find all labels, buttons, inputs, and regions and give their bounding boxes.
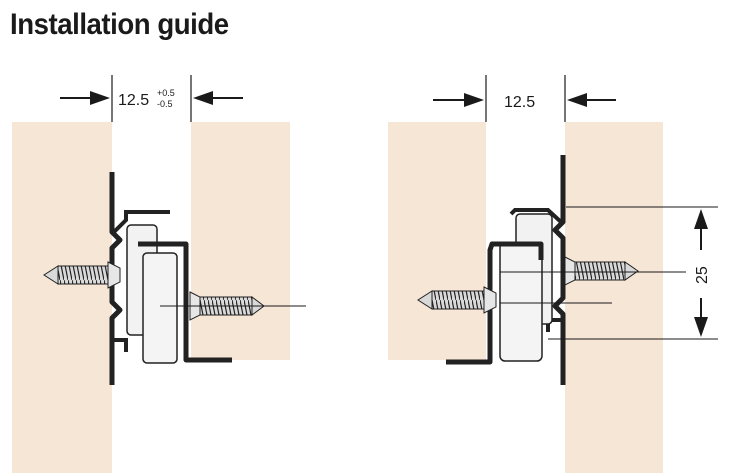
right-drawer-panel bbox=[388, 122, 486, 360]
right-vdim-arrowhead-top bbox=[694, 209, 708, 229]
left-roller-main bbox=[142, 252, 178, 364]
left-cabinet-rail-bottom bbox=[114, 338, 128, 352]
right-cabinet-screw bbox=[564, 256, 639, 286]
left-gap-value: 12.5 bbox=[118, 92, 149, 109]
left-dim-arrowhead-right bbox=[193, 91, 213, 105]
right-height-value: 25 bbox=[694, 266, 711, 284]
left-cabinet-screw bbox=[43, 261, 121, 289]
left-cabinet-rail bbox=[109, 172, 123, 385]
left-diagram: 12.5 +0.5 -0.5 bbox=[12, 75, 306, 473]
left-drawer-panel bbox=[191, 122, 290, 360]
left-cabinet-rail-top bbox=[112, 210, 170, 234]
right-vdim-arrowhead-bottom bbox=[694, 317, 708, 337]
right-cabinet-rail bbox=[552, 155, 566, 385]
right-dim-arrowhead-right bbox=[567, 93, 587, 107]
right-cabinet-rail-top bbox=[509, 208, 563, 224]
right-side-panel bbox=[565, 122, 663, 473]
left-dim-arrowhead-left bbox=[90, 91, 110, 105]
right-drawer-screw bbox=[417, 286, 497, 314]
right-dim-arrowhead-left bbox=[464, 93, 484, 107]
right-drawer-rail bbox=[446, 241, 544, 365]
left-drawer-rail bbox=[138, 241, 232, 363]
left-side-panel bbox=[12, 122, 112, 473]
left-tolerance-upper: +0.5 bbox=[157, 88, 175, 98]
left-tolerance-lower: -0.5 bbox=[157, 99, 173, 109]
right-roller-main bbox=[499, 242, 543, 362]
right-diagram: 12.5 25 bbox=[388, 75, 718, 473]
right-gap-value: 12.5 bbox=[504, 94, 535, 111]
page-title: Installation guide bbox=[10, 8, 229, 41]
